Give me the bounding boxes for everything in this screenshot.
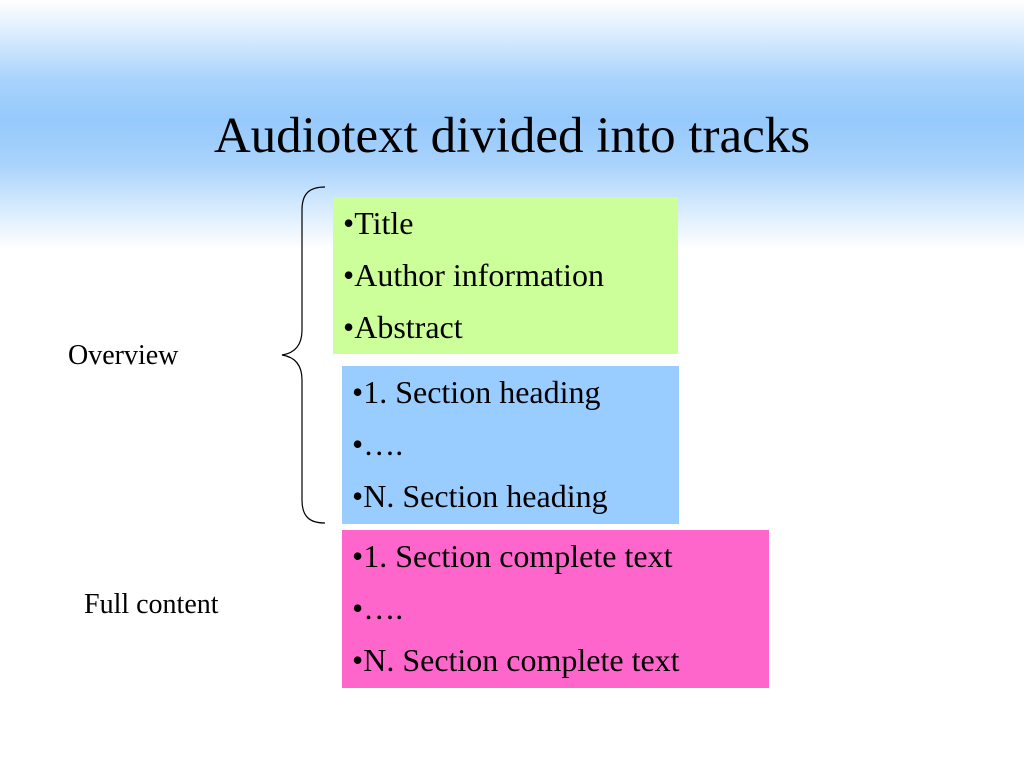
front-matter-box: •Title •Author information •Abstract (333, 197, 678, 354)
list-item: •Abstract (343, 309, 463, 345)
list-item: •Author information (343, 257, 604, 293)
list-item: •N. Section complete text (352, 642, 680, 678)
section-texts-box: •1. Section complete text •…. •N. Sectio… (342, 530, 769, 688)
slide-title: Audiotext divided into tracks (213, 108, 811, 164)
overview-label: Overview (68, 340, 179, 371)
list-item: •1. Section heading (352, 374, 601, 410)
full-content-label: Full content (84, 589, 219, 620)
list-item: •Title (343, 205, 414, 241)
list-item: •N. Section heading (352, 478, 608, 514)
section-headings-box: •1. Section heading •…. •N. Section head… (342, 366, 679, 524)
overview-brace (281, 186, 326, 524)
list-item: •…. (352, 590, 404, 626)
list-item: •1. Section complete text (352, 538, 673, 574)
list-item: •…. (352, 426, 404, 462)
